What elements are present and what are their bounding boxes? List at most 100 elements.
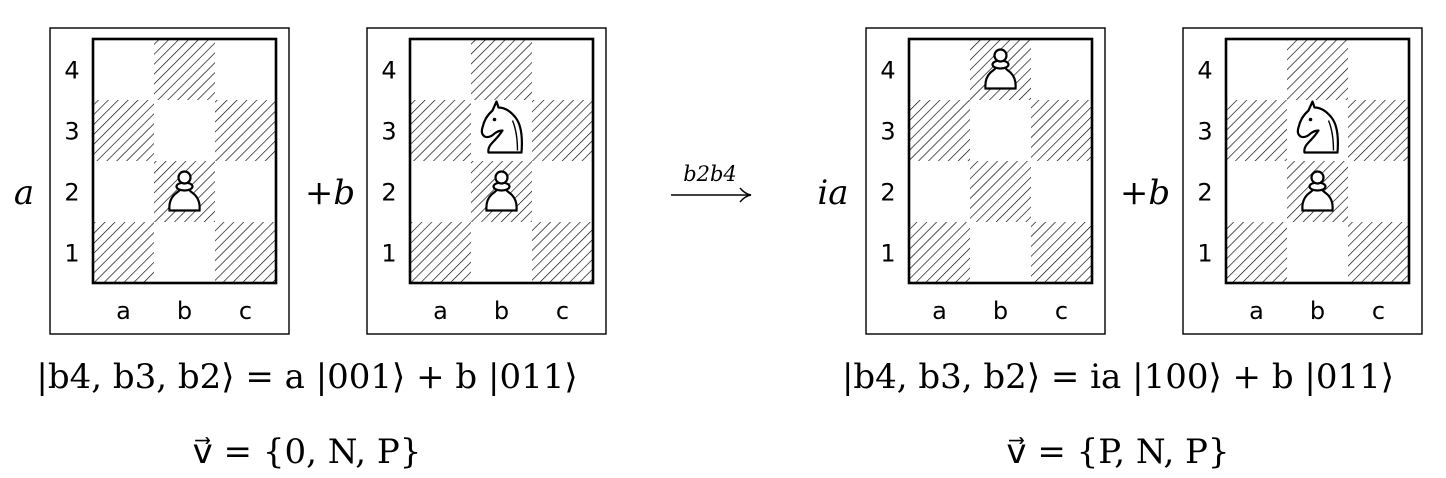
board-square-a1: [1226, 222, 1287, 283]
board-square-b1: [471, 222, 532, 283]
rank-label: 3: [880, 118, 895, 146]
file-label: a: [433, 297, 448, 325]
file-label: b: [494, 297, 509, 325]
board-square-b3: [154, 100, 215, 161]
board-grid-border: [1224, 37, 1411, 285]
left-vector-equation: v⃗ = {0, N, P}: [193, 432, 422, 472]
left-state-equation: |b4, b3, b2⟩ = a |001⟩ + b |011⟩: [36, 357, 577, 397]
board-square-b1: [154, 222, 215, 283]
rank-label: 4: [1197, 57, 1212, 85]
board-square-c4: [1348, 39, 1409, 100]
file-label: a: [932, 297, 947, 325]
rank-label: 4: [381, 57, 396, 85]
board-grid-border: [907, 37, 1094, 285]
board-square-c3: [532, 100, 593, 161]
board-square-c2: [215, 161, 276, 222]
rank-label: 1: [1197, 240, 1212, 268]
rank-label: 2: [1197, 179, 1212, 207]
board-square-c3: [1031, 100, 1092, 161]
board-coefficient: ia: [817, 173, 848, 213]
knight-icon: [1296, 100, 1339, 154]
file-label: b: [177, 297, 192, 325]
chess-board-4: +b 4 3 2 1 a b c: [1120, 27, 1423, 335]
board-coefficient: +b: [305, 173, 355, 213]
pawn-icon: [1301, 170, 1334, 212]
rank-label: 1: [880, 240, 895, 268]
pawn-icon: [485, 170, 518, 212]
file-label: b: [1310, 297, 1325, 325]
board-square-c1: [532, 222, 593, 283]
board-square-a2: [93, 161, 154, 222]
board-square-a2: [410, 161, 471, 222]
board-coefficient: +b: [1120, 173, 1170, 213]
board-square-c2: [532, 161, 593, 222]
board-square-a4: [1226, 39, 1287, 100]
board-square-a4: [93, 39, 154, 100]
board-frame: [865, 27, 1106, 335]
rank-label: 1: [64, 240, 79, 268]
board-square-a1: [93, 222, 154, 283]
knight-icon: [480, 100, 523, 154]
board-square-a4: [410, 39, 471, 100]
board-frame: [366, 27, 607, 335]
rank-label: 4: [880, 57, 895, 85]
board-frame: [49, 27, 290, 335]
rank-label: 4: [64, 57, 79, 85]
board-square-a3: [93, 100, 154, 161]
right-state-equation: |b4, b3, b2⟩ = ia |100⟩ + b |011⟩: [842, 357, 1394, 397]
right-vector-equation: v⃗ = {P, N, P}: [1006, 432, 1229, 472]
board-square-a2: [1226, 161, 1287, 222]
board-square-a4: [909, 39, 970, 100]
file-label: a: [1249, 297, 1264, 325]
pawn-icon: [984, 48, 1017, 90]
boards-layer: a 4 3 2 1 a b c +b 4 3 2 1 a b c ia 4 3 2 1 a b c +b 4 3 2 1 a b c: [14, 27, 1423, 335]
board-square-c4: [532, 39, 593, 100]
board-square-a1: [909, 222, 970, 283]
board-square-c2: [1031, 161, 1092, 222]
arrow-head: [739, 187, 752, 203]
board-square-a2: [909, 161, 970, 222]
board-square-a3: [410, 100, 471, 161]
board-coefficient: a: [14, 173, 34, 213]
rank-label: 2: [880, 179, 895, 207]
rank-label: 2: [64, 179, 79, 207]
chess-board-3: ia 4 3 2 1 a b c: [817, 27, 1106, 335]
board-square-b4: [154, 39, 215, 100]
board-square-c1: [1348, 222, 1409, 283]
board-square-c1: [215, 222, 276, 283]
rank-label: 3: [381, 118, 396, 146]
board-square-c4: [1031, 39, 1092, 100]
file-label: b: [993, 297, 1008, 325]
board-square-a3: [1226, 100, 1287, 161]
chess-board-2: +b 4 3 2 1 a b c: [305, 27, 607, 335]
file-label: c: [239, 297, 252, 325]
board-square-c3: [215, 100, 276, 161]
file-label: a: [116, 297, 131, 325]
board-square-c2: [1348, 161, 1409, 222]
file-label: c: [556, 297, 569, 325]
rank-label: 2: [381, 179, 396, 207]
board-grid-border: [408, 37, 595, 285]
board-square-b3: [970, 100, 1031, 161]
board-square-c4: [215, 39, 276, 100]
rank-label: 3: [64, 118, 79, 146]
board-frame: [1182, 27, 1423, 335]
chess-board-1: a 4 3 2 1 a b c: [14, 27, 290, 335]
board-square-a3: [909, 100, 970, 161]
board-square-a1: [410, 222, 471, 283]
transition-arrow: b2b4: [671, 162, 752, 203]
board-square-b2: [970, 161, 1031, 222]
board-square-b4: [1287, 39, 1348, 100]
board-square-b1: [970, 222, 1031, 283]
arrow-label: b2b4: [683, 162, 737, 186]
board-square-c1: [1031, 222, 1092, 283]
rank-label: 1: [381, 240, 396, 268]
pawn-icon: [168, 170, 201, 212]
board-grid-border: [91, 37, 278, 285]
rank-label: 3: [1197, 118, 1212, 146]
board-square-b4: [471, 39, 532, 100]
file-label: c: [1372, 297, 1385, 325]
file-label: c: [1055, 297, 1068, 325]
board-square-c3: [1348, 100, 1409, 161]
